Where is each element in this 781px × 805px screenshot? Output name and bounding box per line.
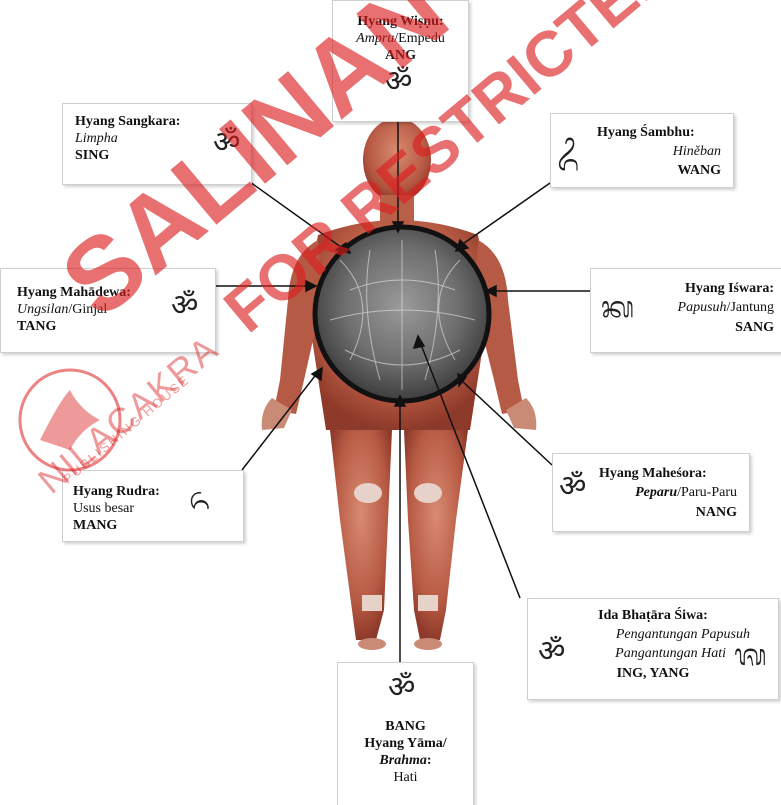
balinese-script-icon: ॐ: [171, 291, 198, 321]
sambhu-title: Hyang Śambhu:: [597, 124, 695, 141]
balinese-script-icon: ᬏ: [189, 485, 211, 515]
organ-magnifier: [315, 227, 489, 401]
iswara-title: Hyang Iśwara:: [685, 280, 774, 297]
wisnu-mantra: ANG: [333, 47, 468, 64]
sambhu-organ: Hiněban: [673, 143, 721, 160]
label-box-wisnu: Hyang Wiṣṇu: Ampru/Empedu ANG ॐ: [332, 0, 469, 122]
siwa-line2: Pangantungan Hati: [615, 645, 726, 662]
balinese-script-icon: ॐ: [385, 67, 412, 97]
siwa-line1: Pengantungan Papusuh: [616, 626, 750, 643]
label-box-rudra: Hyang Rudra: Usus besar MANG ᬏ: [62, 470, 244, 542]
yama-organ: Hati: [338, 769, 473, 786]
label-box-mahesora: ॐ Hyang Maheśora: Peparu/Paru-Paru NANG: [552, 453, 750, 532]
mahesora-mantra: NANG: [696, 504, 737, 521]
iswara-mantra: SANG: [735, 319, 774, 336]
label-box-iswara: ᬓ Hyang Iśwara: Papusuh/Jantung SANG: [590, 268, 781, 353]
wisnu-title: Hyang Wiṣṇu:: [333, 13, 468, 30]
mahesora-organ: Peparu/Paru-Paru: [635, 484, 737, 501]
sambhu-mantra: WANG: [677, 162, 721, 179]
label-box-sangkara: Hyang Sangkara: Limpha SING ॐ: [62, 103, 252, 185]
balinese-script-icon: ॐ: [559, 472, 586, 502]
label-box-mahadewa: Hyang Mahādewa: Ungsilan/Ginjal TANG ॐ: [0, 268, 216, 353]
balinese-script-icon: ॐ: [388, 673, 415, 703]
yama-title1: Hyang Yāma/: [338, 735, 473, 752]
label-box-sambhu: ᬉ Hyang Śambhu: Hiněban WANG: [550, 113, 734, 188]
siwa-title: Ida Bhaṭāra Śiwa:: [528, 607, 778, 624]
balinese-script-icon: ᬉ: [557, 130, 579, 160]
rudra-organ: Usus besar: [73, 500, 243, 517]
yama-title2: Brahma:: [338, 752, 473, 769]
label-box-siwa: Ida Bhaṭāra Śiwa: Pengantungan Papusuh P…: [527, 598, 779, 700]
balinese-script-icon: ᬓ: [601, 293, 634, 323]
iswara-organ: Papusuh/Jantung: [678, 299, 774, 316]
mahesora-title: Hyang Maheśora:: [599, 465, 707, 482]
rudra-mantra: MANG: [73, 517, 243, 534]
balinese-script-icon: ᬰ: [734, 641, 767, 671]
balinese-script-icon: ॐ: [538, 637, 565, 667]
wisnu-organ: Ampru/Empedu: [333, 30, 468, 47]
label-box-yama: ॐ BANG Hyang Yāma/ Brahma: Hati: [337, 662, 474, 805]
yama-mantra: BANG: [338, 718, 473, 735]
rudra-title: Hyang Rudra:: [73, 483, 243, 500]
balinese-script-icon: ॐ: [213, 128, 240, 158]
